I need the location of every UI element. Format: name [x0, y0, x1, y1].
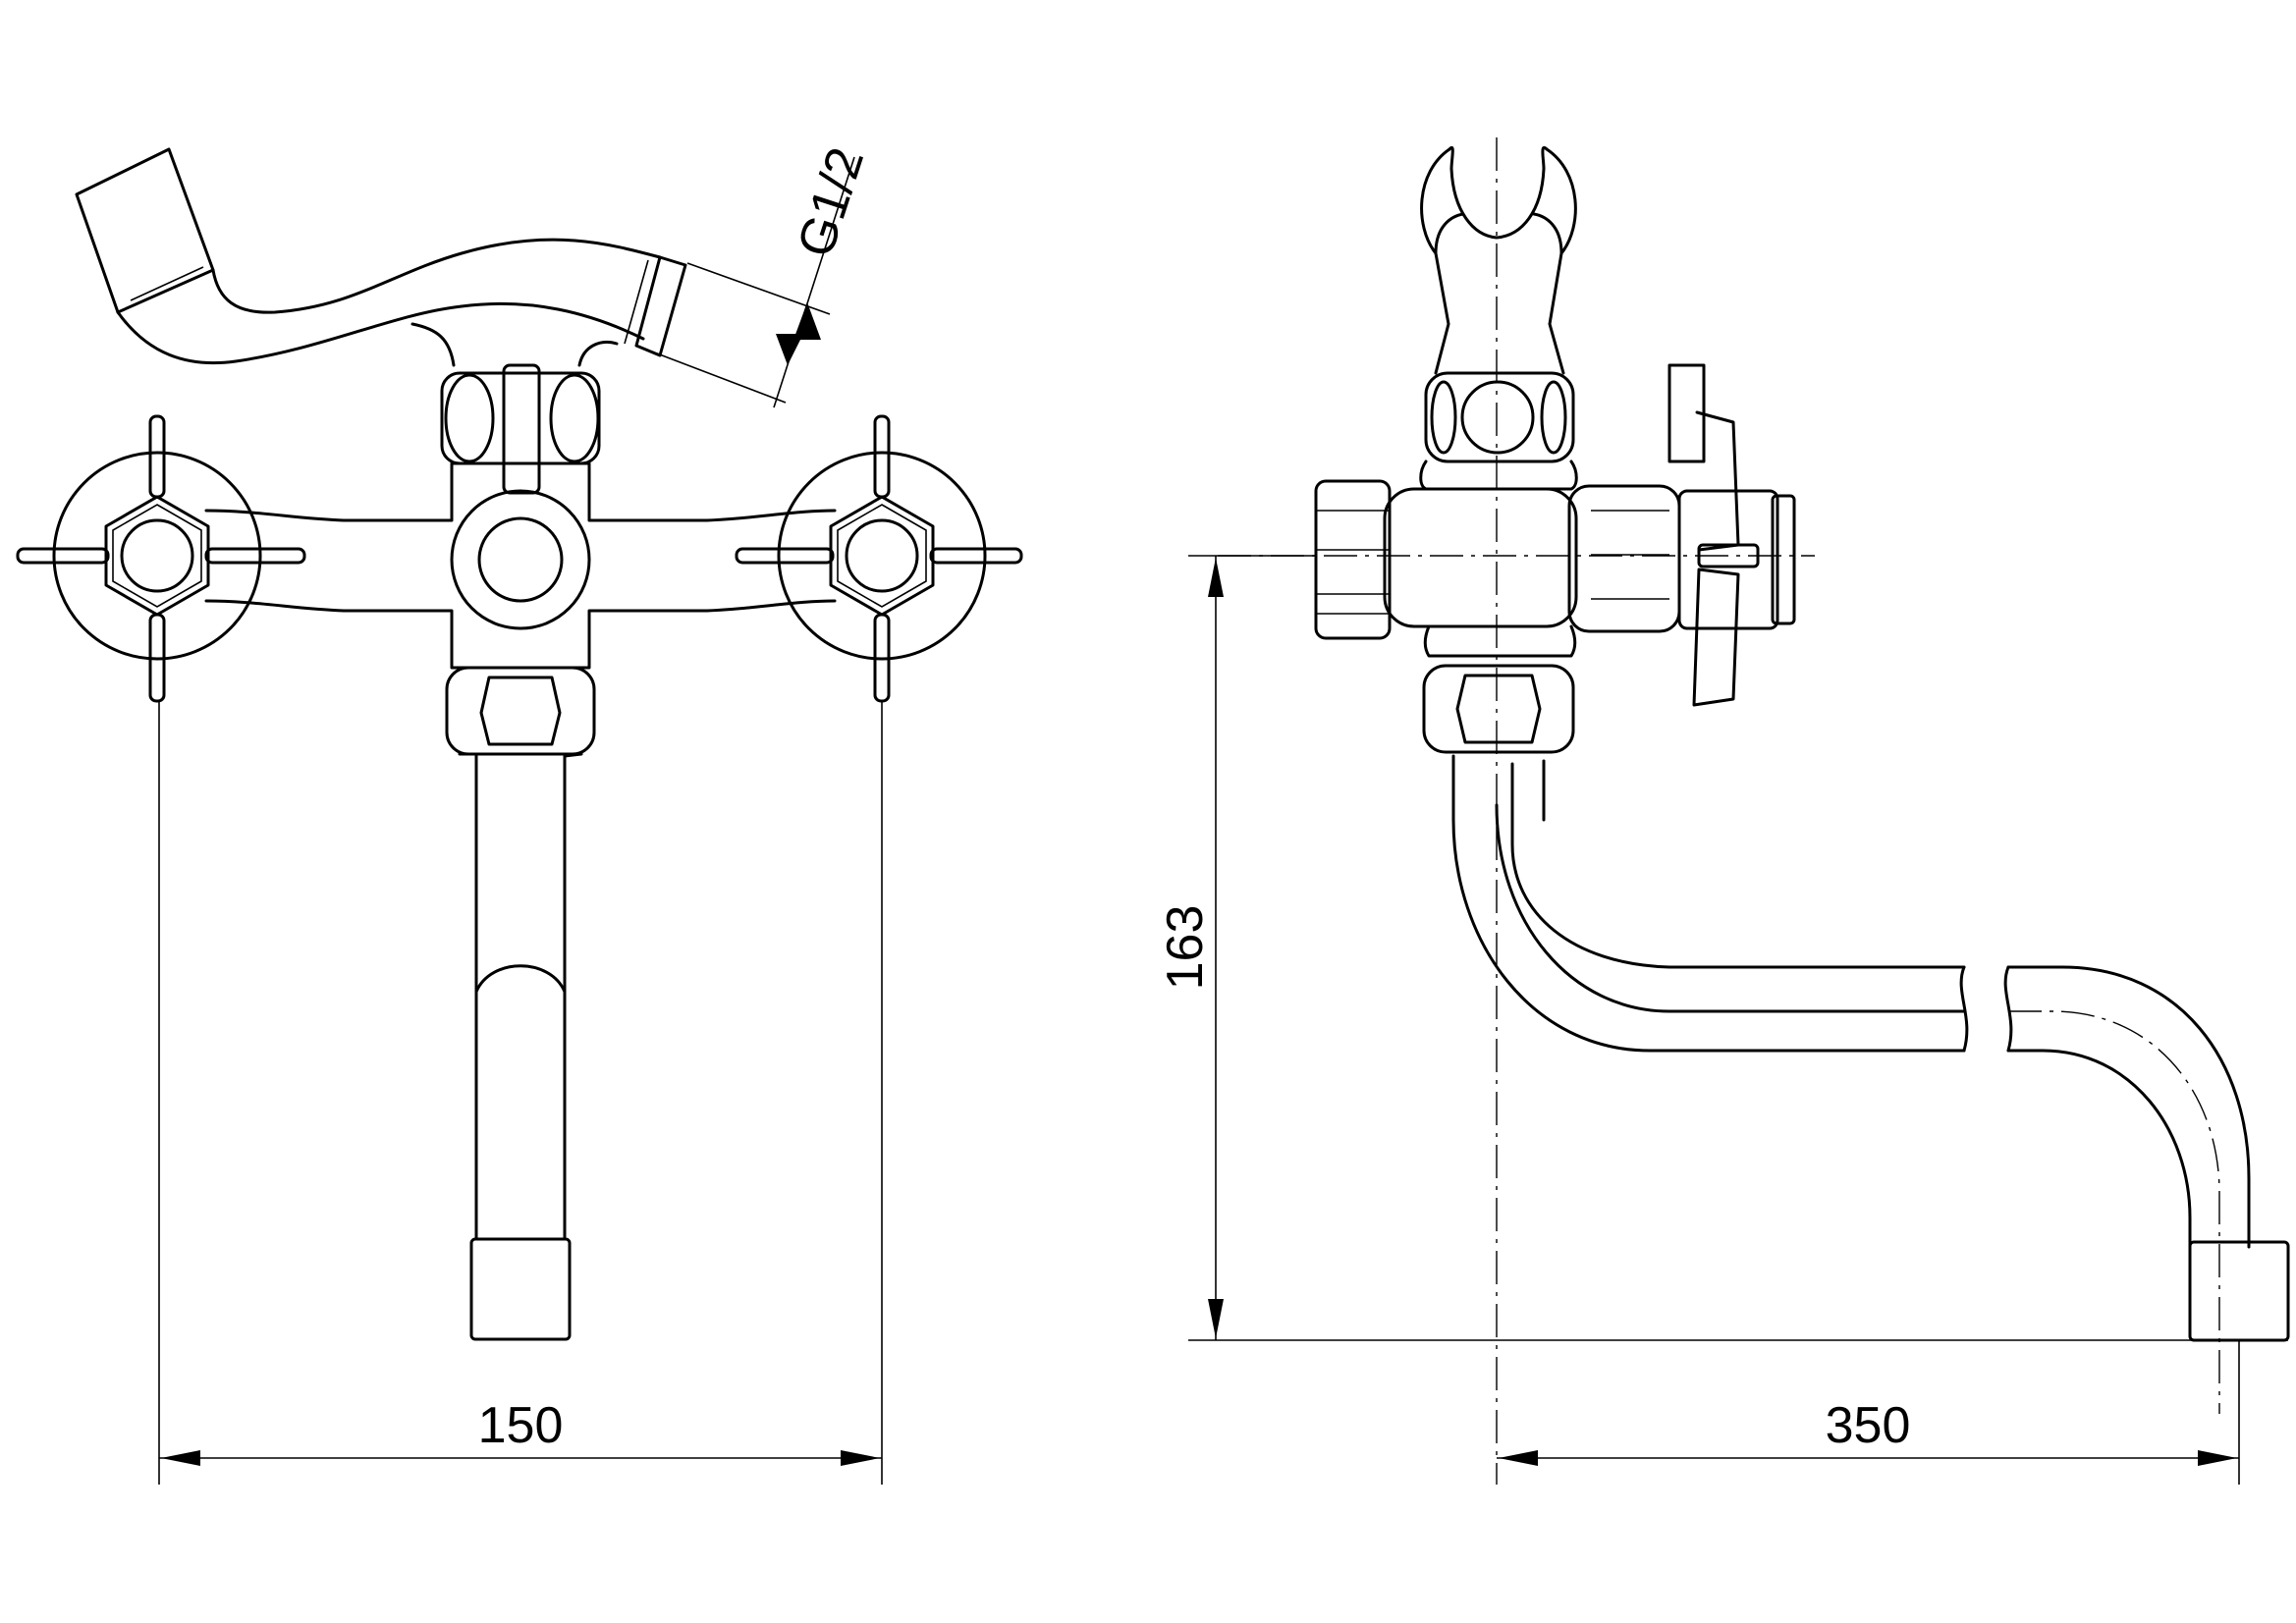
front-view: G1/2	[16, 141, 1023, 1485]
hose-outlet	[75, 147, 687, 367]
right-cross-handle	[735, 414, 1023, 703]
side-body	[1314, 460, 1578, 658]
side-spout	[1451, 754, 2290, 1414]
side-view: 163 350	[1157, 137, 2290, 1485]
front-spout	[445, 666, 596, 1341]
side-diverter	[1424, 371, 1575, 463]
side-hose-holder	[1420, 137, 1577, 1485]
thread-label: G1/2	[787, 141, 875, 264]
reach-dimension: 350	[1497, 1340, 2240, 1485]
side-valve	[1218, 363, 1815, 707]
width-dimension: 150	[158, 701, 883, 1485]
width-label: 150	[478, 1397, 564, 1454]
diverter	[440, 363, 601, 495]
height-dimension: 163	[1157, 555, 2288, 1341]
side-lower-nut	[1422, 664, 1575, 754]
left-cross-handle	[16, 414, 306, 703]
height-label: 163	[1157, 905, 1214, 991]
thread-dimension: G1/2	[635, 141, 875, 408]
reach-label: 350	[1826, 1397, 1911, 1454]
